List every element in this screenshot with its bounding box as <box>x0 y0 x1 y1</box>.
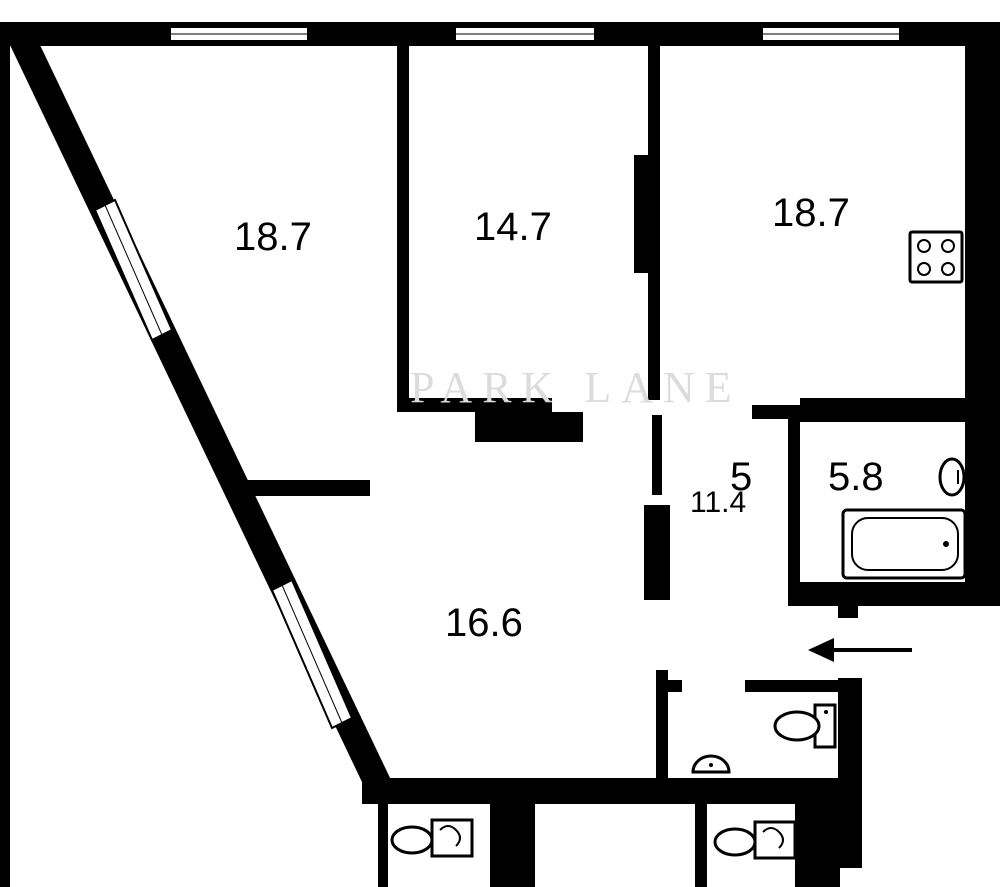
bottom-wall <box>362 778 842 804</box>
left-wall-stub <box>0 22 10 887</box>
sink-icon <box>938 457 966 497</box>
bottom-shaft-left <box>490 804 535 887</box>
wall-room1-hall <box>240 480 370 496</box>
diagonal-wall <box>10 45 392 782</box>
entrance-arrow-icon <box>808 638 912 662</box>
hall-area: 16.6 <box>445 601 523 645</box>
wc-wall-left-cap <box>656 680 682 692</box>
wc-sink-icon <box>691 754 731 774</box>
bathtub-icon <box>841 508 967 580</box>
bathroom-wall-left <box>788 408 800 600</box>
wc-wall-right <box>838 678 862 868</box>
corridor-area: 11.4 <box>690 486 746 519</box>
wall-r1-r2 <box>397 45 409 410</box>
wc-wall-left <box>656 670 668 782</box>
wall-under-kitchen <box>800 398 965 422</box>
toilet-icon-bottom-right <box>713 820 797 860</box>
wall-under-room2-thick <box>475 412 583 442</box>
watermark: PARK LANE <box>410 363 742 412</box>
right-wall <box>965 22 1000 602</box>
toilet-icon <box>773 703 837 749</box>
kitchen-area: 18.7 <box>772 191 850 235</box>
corridor-wall-left <box>652 415 662 495</box>
wc-wall-top <box>745 680 845 692</box>
bathroom-wall-bottom <box>788 582 1000 606</box>
corridor-wall-left-thick <box>644 505 670 600</box>
room-1-area: 18.7 <box>234 215 312 259</box>
wall-r2-kitchen <box>648 45 660 400</box>
room-2-area: 14.7 <box>474 205 552 249</box>
corridor-partial-area: 5 <box>730 455 752 499</box>
wall-r2-kitchen-thick <box>634 155 648 273</box>
stove-icon <box>908 230 964 284</box>
bathroom-wall-notch <box>838 600 858 618</box>
bottom-stub-left <box>378 804 388 887</box>
bathroom-area: 5.8 <box>828 455 884 499</box>
bottom-stub-mid <box>695 804 707 887</box>
bottom-shaft-right <box>795 804 840 887</box>
toilet-icon-bottom-left <box>390 818 474 858</box>
wall-under-room2 <box>397 398 552 412</box>
